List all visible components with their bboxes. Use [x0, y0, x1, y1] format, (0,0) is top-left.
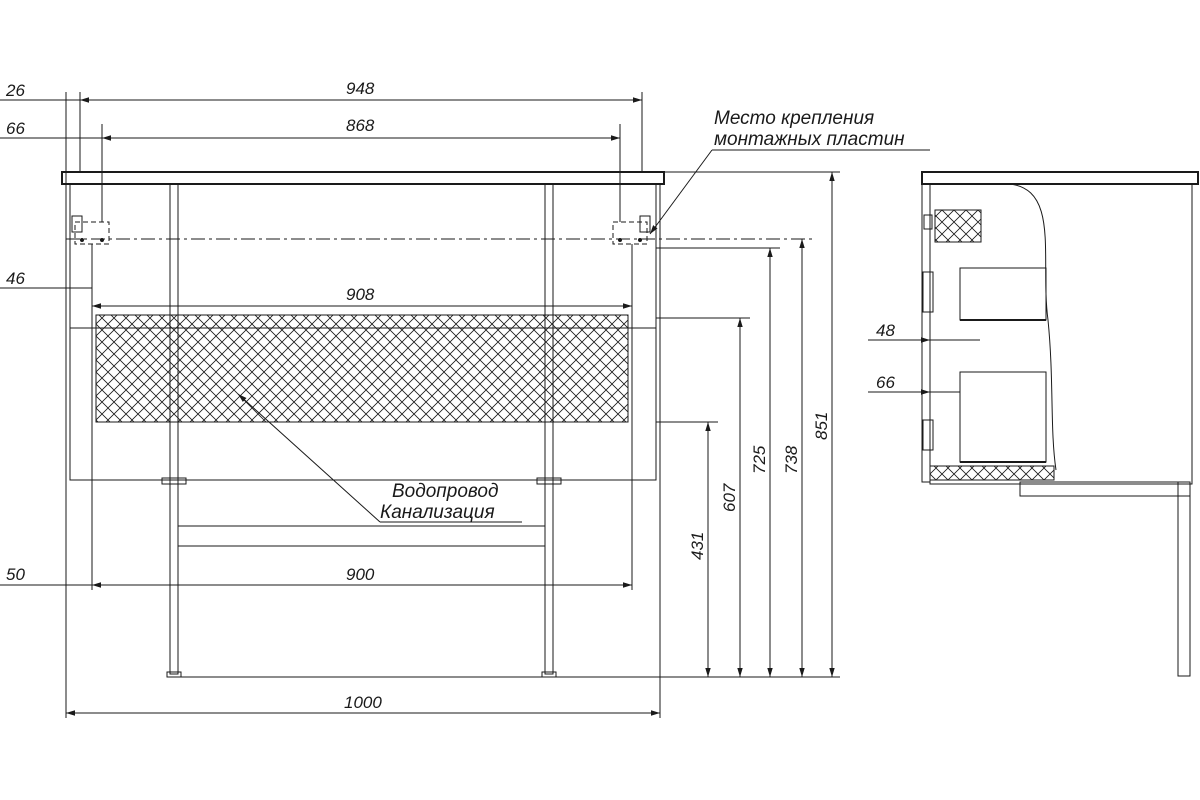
stretcher-bar: [177, 525, 546, 547]
mount-hole: [80, 238, 84, 242]
pipes-zone-mesh: [95, 314, 629, 423]
mount-bracket-left: [71, 215, 83, 233]
dim-46-label: 46: [6, 269, 25, 288]
pipes-note-line2: Канализация: [380, 502, 495, 523]
pipes-note-leader: [237, 393, 381, 523]
leg-left: [169, 479, 179, 675]
side-base-band: [929, 465, 1055, 481]
leg-right-cap: [536, 477, 562, 485]
countertop: [61, 171, 665, 185]
dim-1000-label: 1000: [344, 693, 382, 712]
drawer-upper: [959, 267, 1047, 321]
mount-plate-left: [74, 221, 110, 245]
dim-66-label: 66: [6, 119, 25, 138]
side-rail-upper: [922, 271, 934, 313]
dim-725-label: 725: [750, 445, 769, 474]
side-countertop: [921, 171, 1199, 185]
cabinet-body: [69, 183, 657, 481]
mount-note-line1: Место крепления: [714, 108, 874, 129]
dim-738-label: 738: [782, 445, 801, 474]
front-view: 26 948 66 868 46 908 50 900 1000 431 607…: [0, 79, 930, 718]
side-mount-bracket: [923, 214, 933, 230]
leg-right: [544, 479, 554, 675]
side-curve: [1009, 183, 1057, 471]
drawer-lower: [959, 371, 1047, 463]
dim-607-label: 607: [720, 483, 739, 512]
side-leg: [1177, 481, 1191, 677]
side-dim-48-label: 48: [876, 321, 895, 340]
dim-868-label: 868: [346, 116, 375, 135]
leg-left-foot: [166, 671, 182, 678]
dim-50-label: 50: [6, 565, 25, 584]
side-body-outline: [929, 183, 1193, 485]
dim-431-label: 431: [688, 532, 707, 560]
side-rail-lower: [922, 419, 934, 451]
pipes-note-line1: Водопровод: [392, 481, 498, 502]
dim-26-label: 26: [5, 81, 25, 100]
mount-note-leader: [649, 149, 713, 235]
side-dim-66-label: 66: [876, 373, 895, 392]
mount-note-line2: монтажных пластин: [714, 129, 905, 150]
mount-bracket-right: [639, 215, 651, 233]
dim-908-label: 908: [346, 285, 375, 304]
leg-left-cap: [161, 477, 187, 485]
dim-851-label: 851: [812, 412, 831, 440]
mount-plate-right: [612, 221, 648, 245]
side-view: 48 66: [868, 171, 1199, 677]
dim-948-label: 948: [346, 79, 375, 98]
side-mesh-block: [934, 209, 982, 243]
dim-900-label: 900: [346, 565, 375, 584]
